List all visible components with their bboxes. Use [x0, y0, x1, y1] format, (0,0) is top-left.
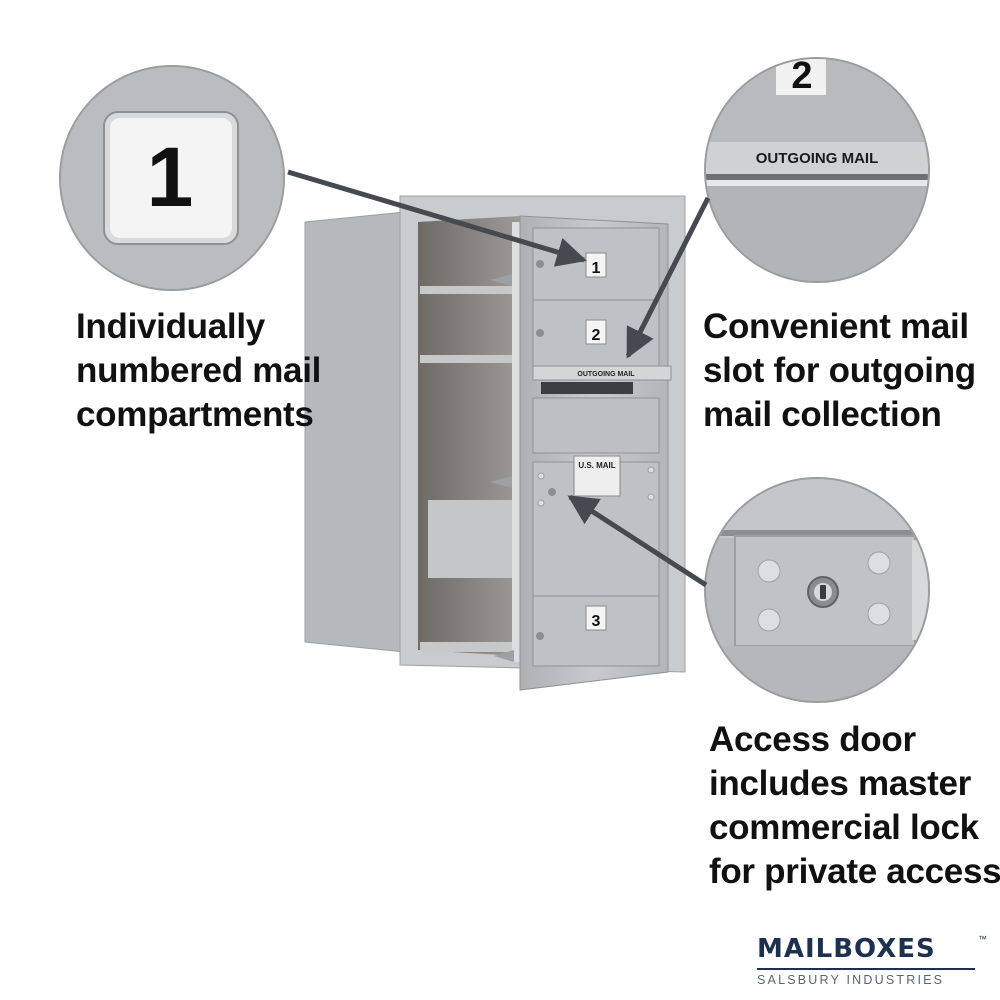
callout-outgoing-slot: Convenient mail slot for outgoing mail c… [703, 307, 976, 434]
zoom-outgoing-mail-label: OUTGOING MAIL [756, 150, 879, 167]
zoom-circle-master-lock [704, 477, 930, 703]
mailbox-number-3: 3 [592, 613, 601, 630]
brand-logo: MAILBOXES [757, 934, 936, 964]
mailbox-outgoing-label: OUTGOING MAIL [577, 371, 635, 378]
brand-tagline: SALSBURY INDUSTRIES [757, 973, 945, 987]
lock-rivets [757, 551, 891, 632]
keyhole-icon [807, 576, 839, 608]
zoom-circle-number-one: 1 [59, 65, 285, 291]
us-mail-label: U.S. MAIL [578, 461, 615, 470]
mailbox-unit [304, 195, 686, 691]
zoom-circle-outgoing-slot: 2 OUTGOING MAIL [704, 55, 930, 283]
zoom-number-two: 2 [791, 55, 812, 97]
mailbox-number-1: 1 [592, 260, 601, 277]
arrow-master-lock [567, 494, 708, 588]
brand-divider [757, 968, 975, 970]
callout-access-door: Access door includes master commercial l… [709, 720, 1000, 891]
arrow-outgoing-slot [625, 196, 711, 359]
callout-numbered-compartments: Individually numbered mail compartments [76, 307, 322, 434]
zoom-number-one: 1 [147, 130, 194, 224]
brand-trademark: ™ [978, 934, 987, 944]
arrow-compartment-one [287, 169, 587, 267]
mailbox-number-2: 2 [592, 327, 601, 344]
